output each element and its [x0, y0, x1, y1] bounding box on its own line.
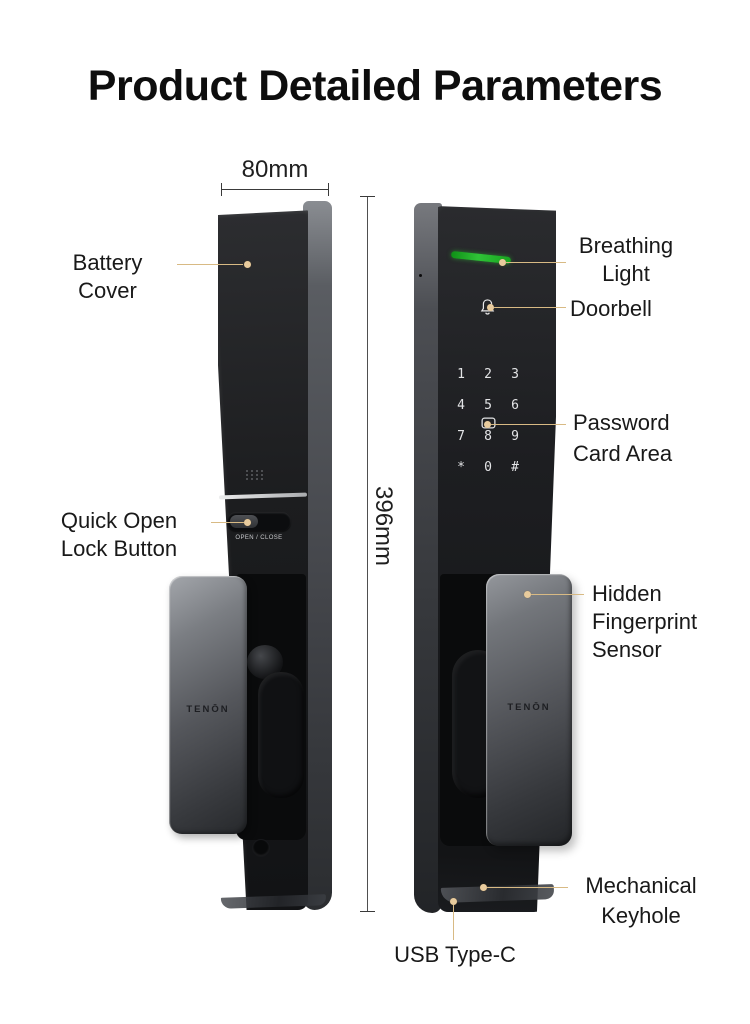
page-title: Product Detailed Parameters	[87, 62, 663, 110]
doorbell-label: Doorbell	[570, 296, 652, 321]
height-dimension-tick-top	[360, 196, 375, 197]
password-card-leader	[491, 424, 566, 425]
quick-open-leader	[211, 522, 244, 523]
keypad-key[interactable]: 7	[457, 429, 465, 444]
width-dimension-tick-right	[328, 183, 329, 196]
battery-cover-leader	[177, 264, 243, 265]
keypad-key[interactable]: #	[511, 460, 519, 475]
keypad-key[interactable]: 9	[511, 429, 519, 444]
password-keypad[interactable]: 1 2 3 4 5 6 7 8 9 * 0 #	[452, 366, 524, 477]
quick-open-lock-button-label: Quick Open Lock Button	[60, 508, 178, 561]
keypad-key[interactable]: 4	[457, 398, 465, 413]
height-dimension-label: 396mm	[370, 486, 397, 567]
keypad-key[interactable]: 6	[511, 398, 519, 413]
hidden-fingerprint-sensor-label: Hidden Fingerprint Sensor	[592, 581, 698, 662]
fingerprint-leader	[531, 594, 584, 595]
brand-logo: TENŌN	[507, 702, 551, 713]
left-handle-grip[interactable]	[258, 672, 304, 798]
right-lock-side-edge	[414, 203, 442, 913]
mechanical-keyhole-label: Mechanical Keyhole	[585, 873, 697, 928]
keypad-key[interactable]: *	[457, 460, 465, 475]
password-card-marker	[484, 421, 491, 428]
keypad-key[interactable]: 2	[484, 367, 492, 382]
doorbell-marker	[487, 304, 494, 311]
right-door-handle-fingerprint-sensor[interactable]: TENŌN	[486, 574, 572, 846]
quick-open-marker	[244, 519, 251, 526]
width-dimension-line	[221, 189, 329, 190]
side-pinhole	[419, 274, 422, 277]
height-dimension-tick-bottom	[360, 911, 375, 912]
keypad-key[interactable]: 1	[457, 367, 465, 382]
left-door-handle[interactable]: TENŌN	[169, 576, 247, 834]
reset-button[interactable]	[253, 840, 269, 856]
password-card-area-label: Password Card Area	[573, 410, 673, 466]
usb-marker	[450, 898, 457, 905]
quick-open-lock-switch[interactable]	[227, 512, 291, 531]
keypad-key[interactable]: 3	[511, 367, 519, 382]
width-dimension-label: 80mm	[241, 156, 309, 183]
mechanical-keyhole-marker	[480, 884, 487, 891]
breathing-light-leader	[506, 262, 566, 263]
doorbell-icon[interactable]	[479, 297, 496, 317]
battery-cover-marker	[244, 261, 251, 268]
battery-cover-label: Battery Cover	[72, 250, 143, 303]
fingerprint-marker	[524, 591, 531, 598]
usb-leader	[453, 905, 454, 940]
speaker-grille	[246, 470, 264, 480]
breathing-light-marker	[499, 259, 506, 266]
keypad-key[interactable]: 5	[484, 398, 492, 413]
doorbell-leader	[494, 307, 566, 308]
open-close-label: OPEN / CLOSE	[235, 535, 283, 541]
height-dimension-line	[367, 196, 368, 912]
keypad-key[interactable]: 8	[484, 429, 492, 444]
mechanical-keyhole-leader	[487, 887, 568, 888]
keypad-key[interactable]: 0	[484, 460, 492, 475]
breathing-light-label: Breathing Light	[578, 233, 674, 286]
usb-type-c-label: USB Type-C	[394, 942, 516, 967]
width-dimension-tick-left	[221, 183, 222, 196]
brand-logo: TENŌN	[186, 704, 230, 715]
